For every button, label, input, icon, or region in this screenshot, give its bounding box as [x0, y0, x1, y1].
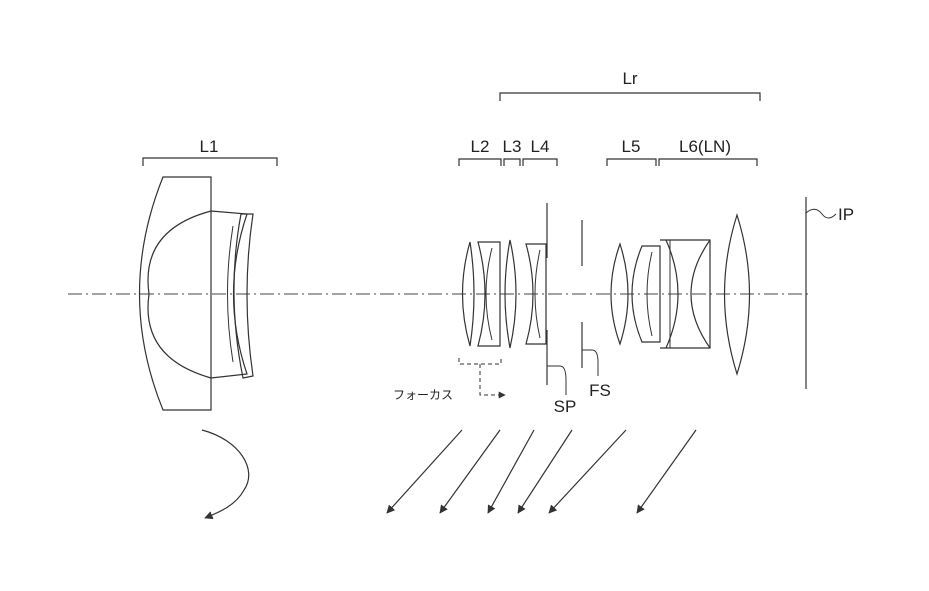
lens-l2-inner — [485, 247, 493, 341]
label-sp: SP — [554, 397, 577, 416]
lens-l2-b — [477, 241, 501, 347]
label-focus: フォーカス — [393, 388, 453, 402]
bracket-l1 — [142, 157, 278, 166]
lens-group-l1 — [138, 176, 254, 411]
lens-l5-a — [610, 242, 629, 346]
label-ip: IP — [838, 205, 854, 224]
lens-l1-inner-surface — [147, 210, 212, 379]
label-l4: L4 — [531, 137, 550, 156]
arrow-2 — [439, 429, 501, 514]
bracket-l6 — [658, 158, 758, 166]
lens-l3 — [504, 239, 517, 349]
arrow-6 — [636, 429, 697, 514]
lens-l6-block — [660, 239, 711, 349]
lens-l1-third-element — [233, 213, 254, 379]
movement-arrows — [386, 429, 697, 514]
lens-l4-inner — [534, 249, 541, 339]
arrow-3 — [487, 429, 535, 514]
arrow-1 — [386, 429, 463, 514]
lens-l2-a — [461, 241, 475, 347]
bracket-lr — [499, 92, 761, 101]
label-l2: L2 — [471, 137, 490, 156]
lens-l5-inner — [646, 251, 653, 337]
lens-l4-a — [525, 243, 547, 345]
bracket-l4 — [522, 158, 558, 166]
lens-l6-biconvex — [723, 213, 751, 377]
ip-leader — [805, 208, 837, 219]
lens-l1-cemented-surface — [227, 225, 234, 363]
label-l1: L1 — [200, 137, 219, 156]
arrow-4 — [517, 429, 573, 514]
bracket-l3 — [503, 158, 521, 166]
fs-leader — [582, 349, 599, 376]
focus-arrow — [479, 364, 506, 399]
bracket-l2 — [458, 158, 502, 166]
lens-l5-b — [631, 245, 661, 343]
lens-group-l5 — [610, 242, 661, 346]
lens-group-l4 — [525, 243, 547, 345]
lens-group-l2 — [461, 241, 501, 347]
focus-bracket — [458, 358, 502, 365]
lens-group-l6 — [660, 213, 751, 377]
arrow-5 — [548, 429, 627, 514]
label-fs: FS — [589, 381, 611, 400]
lens-l1-front-meniscus — [138, 176, 212, 411]
label-l6: L6(LN) — [679, 137, 731, 156]
label-l5: L5 — [622, 137, 641, 156]
l1-curved-arrow — [201, 429, 250, 520]
label-l3: L3 — [503, 137, 522, 156]
label-lr: Lr — [622, 69, 637, 88]
sp-leader — [547, 365, 567, 395]
lens-l6-concave-surface — [690, 239, 711, 349]
bracket-l5 — [606, 158, 657, 166]
